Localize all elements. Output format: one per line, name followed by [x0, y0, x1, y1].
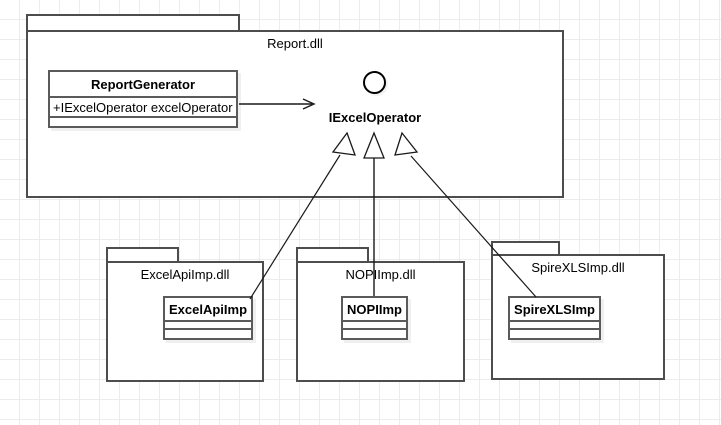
class-attribute-excel-operator: +IExcelOperator excelOperator	[50, 98, 236, 118]
package-tab	[296, 247, 369, 262]
class-operations-compartment	[343, 330, 406, 338]
class-spire-xls-imp[interactable]: SpireXLSImp	[508, 296, 601, 340]
class-report-generator[interactable]: ReportGenerator +IExcelOperator excelOpe…	[48, 70, 238, 128]
class-attributes-compartment	[510, 322, 599, 330]
interface-label-iexceloperator: IExcelOperator	[328, 110, 422, 125]
class-operations-compartment	[50, 118, 236, 126]
interface-lollipop-circle[interactable]	[363, 71, 386, 94]
class-name-report-generator: ReportGenerator	[50, 72, 236, 98]
class-attributes-compartment	[165, 322, 251, 330]
class-name-excel-api-imp: ExcelApiImp	[165, 298, 251, 322]
package-tab	[106, 247, 179, 262]
class-attributes-compartment	[343, 322, 406, 330]
class-operations-compartment	[510, 330, 599, 338]
class-operations-compartment	[165, 330, 251, 338]
package-tab	[491, 241, 560, 255]
class-name-nopi-imp: NOPIImp	[343, 298, 406, 322]
class-excel-api-imp[interactable]: ExcelApiImp	[163, 296, 253, 340]
class-name-spire-xls-imp: SpireXLSImp	[510, 298, 599, 322]
package-tab	[26, 14, 240, 31]
class-nopi-imp[interactable]: NOPIImp	[341, 296, 408, 340]
